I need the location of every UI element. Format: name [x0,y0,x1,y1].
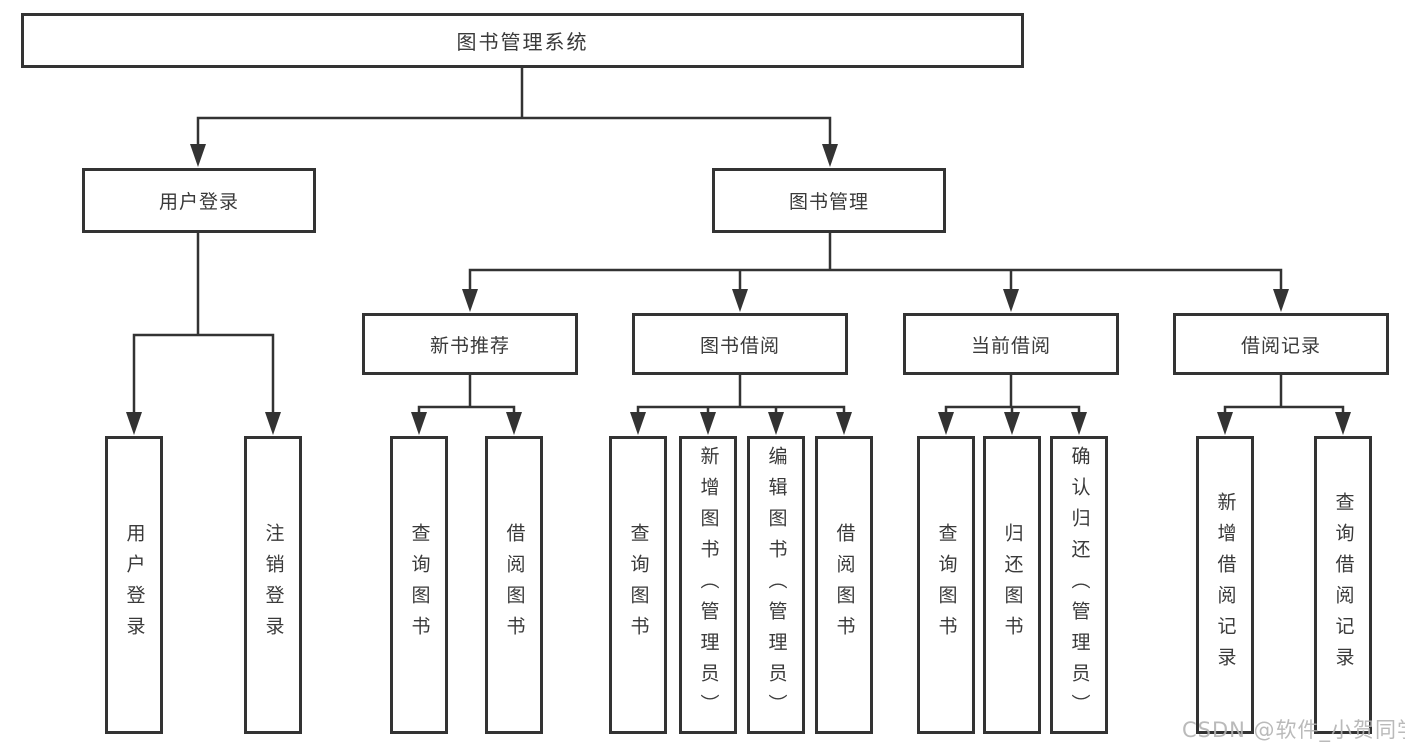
node-label: 归还图书 [1001,523,1024,647]
arrow-down-icon [836,412,852,435]
arrow-down-icon [768,412,784,435]
node-label: 确认归还（管理员） [1068,445,1091,725]
arrow-down-icon [190,144,206,167]
connector-lines [132,66,1345,418]
arrow-down-icon [1071,412,1087,435]
node-label: 借阅图书 [503,523,526,647]
node-label: 编辑图书（管理员） [765,445,788,725]
node-book-management: 图书管理 [712,168,946,233]
leaf-logout: 注销登录 [244,436,302,734]
node-borrowing-records: 借阅记录 [1173,313,1389,375]
arrow-down-icon [938,412,954,435]
leaf-current-return-books: 归还图书 [983,436,1041,734]
node-label: 新增图书（管理员） [697,445,720,725]
node-label: 注销登录 [262,523,285,647]
leaf-recommend-query-books: 查询图书 [390,436,448,734]
arrow-down-icon [1004,412,1020,435]
arrow-down-icon [700,412,716,435]
node-label: 用户登录 [123,523,146,647]
arrow-down-icon [732,289,748,312]
arrow-down-icon [1003,289,1019,312]
arrow-down-icon [265,412,281,435]
leaf-current-query-books: 查询图书 [917,436,975,734]
leaf-borrow-borrow-books: 借阅图书 [815,436,873,734]
node-label: 查询图书 [627,523,650,647]
arrow-down-icon [630,412,646,435]
arrow-down-icon [506,412,522,435]
arrow-down-icon [1335,412,1351,435]
node-label: 查询图书 [408,523,431,647]
leaf-user-login: 用户登录 [105,436,163,734]
leaf-borrow-edit-books-admin: 编辑图书（管理员） [747,436,805,734]
node-label: 借阅记录 [1240,334,1321,357]
leaf-record-query-borrow-record: 查询借阅记录 [1314,436,1372,734]
arrow-down-icon [126,412,142,435]
arrow-down-icon [1273,289,1289,312]
leaf-borrow-add-books-admin: 新增图书（管理员） [679,436,737,734]
leaf-current-confirm-return-admin: 确认归还（管理员） [1050,436,1108,734]
node-user-login: 用户登录 [82,168,316,233]
node-label: 新书推荐 [429,334,510,357]
node-label: 图书管理系统 [456,30,589,54]
csdn-watermark: CSDN @软件_小贺同学 [1182,718,1405,742]
node-label: 借阅图书 [833,523,856,647]
node-book-borrowing: 图书借阅 [632,313,848,375]
leaf-recommend-borrow-books: 借阅图书 [485,436,543,734]
node-label: 图书借阅 [699,334,780,357]
arrow-down-icon [1217,412,1233,435]
node-label: 当前借阅 [970,334,1051,357]
node-current-borrowing: 当前借阅 [903,313,1119,375]
leaf-borrow-query-books: 查询图书 [609,436,667,734]
arrowheads [126,144,1351,435]
node-label: 查询图书 [935,523,958,647]
arrow-down-icon [462,289,478,312]
arrow-down-icon [822,144,838,167]
node-library-management-system: 图书管理系统 [21,13,1024,68]
node-new-book-recommendation: 新书推荐 [362,313,578,375]
node-label: 查询借阅记录 [1332,492,1355,678]
leaf-record-add-borrow-record: 新增借阅记录 [1196,436,1254,734]
node-label: 新增借阅记录 [1214,492,1237,678]
arrow-down-icon [411,412,427,435]
node-label: 图书管理 [788,191,869,213]
node-label: 用户登录 [158,191,239,213]
